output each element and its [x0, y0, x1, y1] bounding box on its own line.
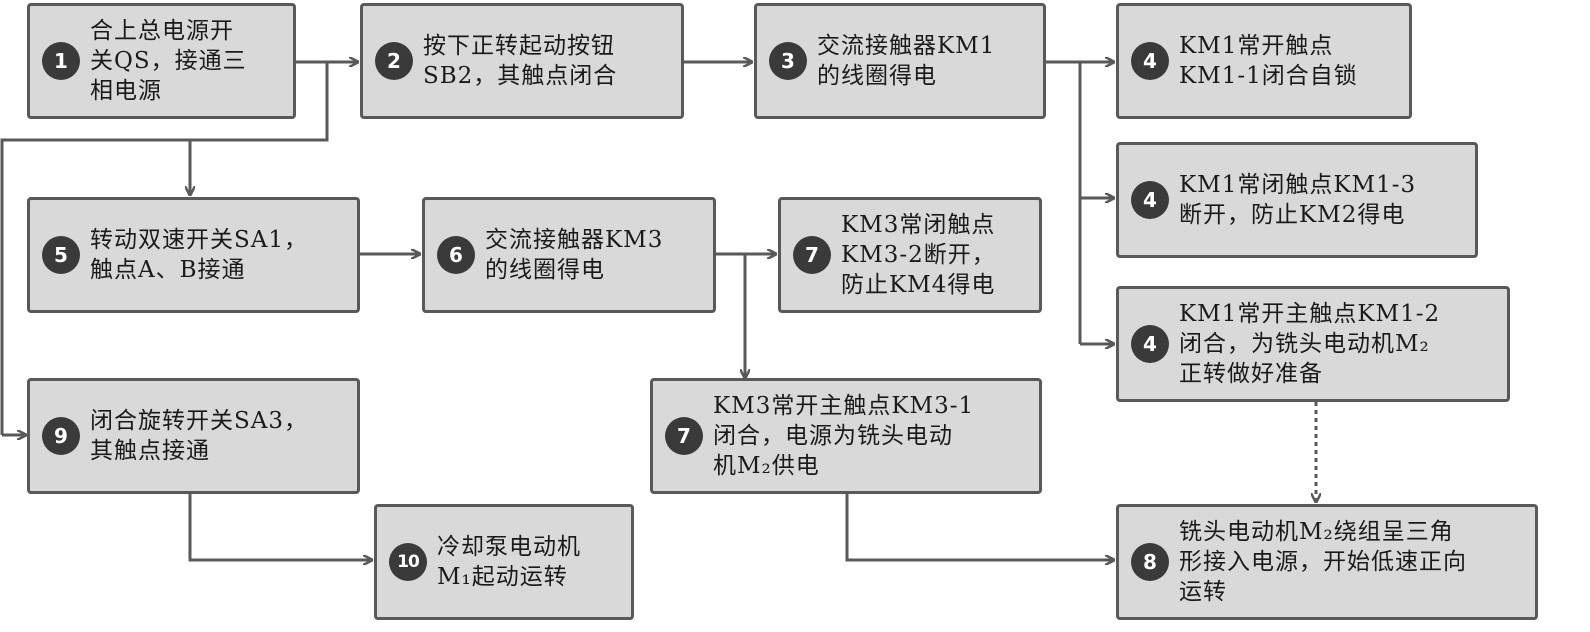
step-number-badge: 6: [437, 236, 475, 274]
step-number-badge: 1: [42, 42, 80, 80]
step-9-box: 9 闭合旋转开关SA3， 其触点接通: [27, 378, 360, 494]
step-number-badge: 3: [769, 42, 807, 80]
step-text: KM3常开主触点KM3-1 闭合，电源为铣头电动 机M₂供电: [713, 393, 975, 479]
step-10-box: 10 冷却泵电动机 M₁起动运转: [374, 504, 634, 620]
step-1-box: 1 合上总电源开 关QS，接通三 相电源: [27, 3, 296, 119]
step-number-badge: 5: [42, 236, 80, 274]
step-number-badge: 4: [1131, 325, 1169, 363]
step-4a-box: 4 KM1常开触点 KM1-1闭合自锁: [1116, 3, 1412, 119]
step-number-badge: 7: [665, 417, 703, 455]
step-4b-box: 4 KM1常闭触点KM1-3 断开，防止KM2得电: [1116, 142, 1478, 258]
step-text: 铣头电动机M₂绕组呈三角 形接入电源，开始低速正向 运转: [1179, 519, 1467, 605]
step-number-badge: 10: [389, 543, 427, 581]
step-text: 交流接触器KM3 的线圈得电: [485, 227, 664, 283]
step-6-box: 6 交流接触器KM3 的线圈得电: [422, 197, 716, 313]
step-8-box: 8 铣头电动机M₂绕组呈三角 形接入电源，开始低速正向 运转: [1116, 504, 1538, 620]
step-3-box: 3 交流接触器KM1 的线圈得电: [754, 3, 1046, 119]
step-text: KM3常闭触点 KM3-2断开， 防止KM4得电: [841, 212, 996, 298]
step-text: 闭合旋转开关SA3， 其触点接通: [90, 408, 308, 464]
step-2-box: 2 按下正转起动按钮 SB2，其触点闭合: [360, 3, 684, 119]
step-number-badge: 9: [42, 417, 80, 455]
line-9-to-10: [188, 494, 372, 560]
step-number-badge: 2: [375, 42, 413, 80]
step-7a-box: 7 KM3常闭触点 KM3-2断开， 防止KM4得电: [778, 197, 1042, 313]
branch-line-3-to-4: [1046, 60, 1082, 344]
step-text: 合上总电源开 关QS，接通三 相电源: [90, 18, 247, 104]
line-7b-to-8: [845, 494, 1114, 560]
branch-line-to-5-and-9: [0, 62, 329, 435]
step-text: KM1常闭触点KM1-3 断开，防止KM2得电: [1179, 172, 1417, 228]
step-number-badge: 4: [1131, 181, 1169, 219]
step-7b-box: 7 KM3常开主触点KM3-1 闭合，电源为铣头电动 机M₂供电: [650, 378, 1042, 494]
step-5-box: 5 转动双速开关SA1， 触点A、B接通: [27, 197, 360, 313]
step-number-badge: 4: [1131, 42, 1169, 80]
step-number-badge: 8: [1131, 543, 1169, 581]
step-number-badge: 7: [793, 236, 831, 274]
step-text: KM1常开触点 KM1-1闭合自锁: [1179, 33, 1358, 89]
step-text: KM1常开主触点KM1-2 闭合，为铣头电动机M₂ 正转做好准备: [1179, 301, 1441, 387]
step-text: 按下正转起动按钮 SB2，其触点闭合: [423, 33, 618, 89]
step-text: 转动双速开关SA1， 触点A、B接通: [90, 227, 308, 283]
step-4c-box: 4 KM1常开主触点KM1-2 闭合，为铣头电动机M₂ 正转做好准备: [1116, 286, 1510, 402]
step-text: 冷却泵电动机 M₁起动运转: [437, 534, 581, 590]
step-text: 交流接触器KM1 的线圈得电: [817, 33, 996, 89]
branch-line-6-to-7: [716, 252, 747, 378]
